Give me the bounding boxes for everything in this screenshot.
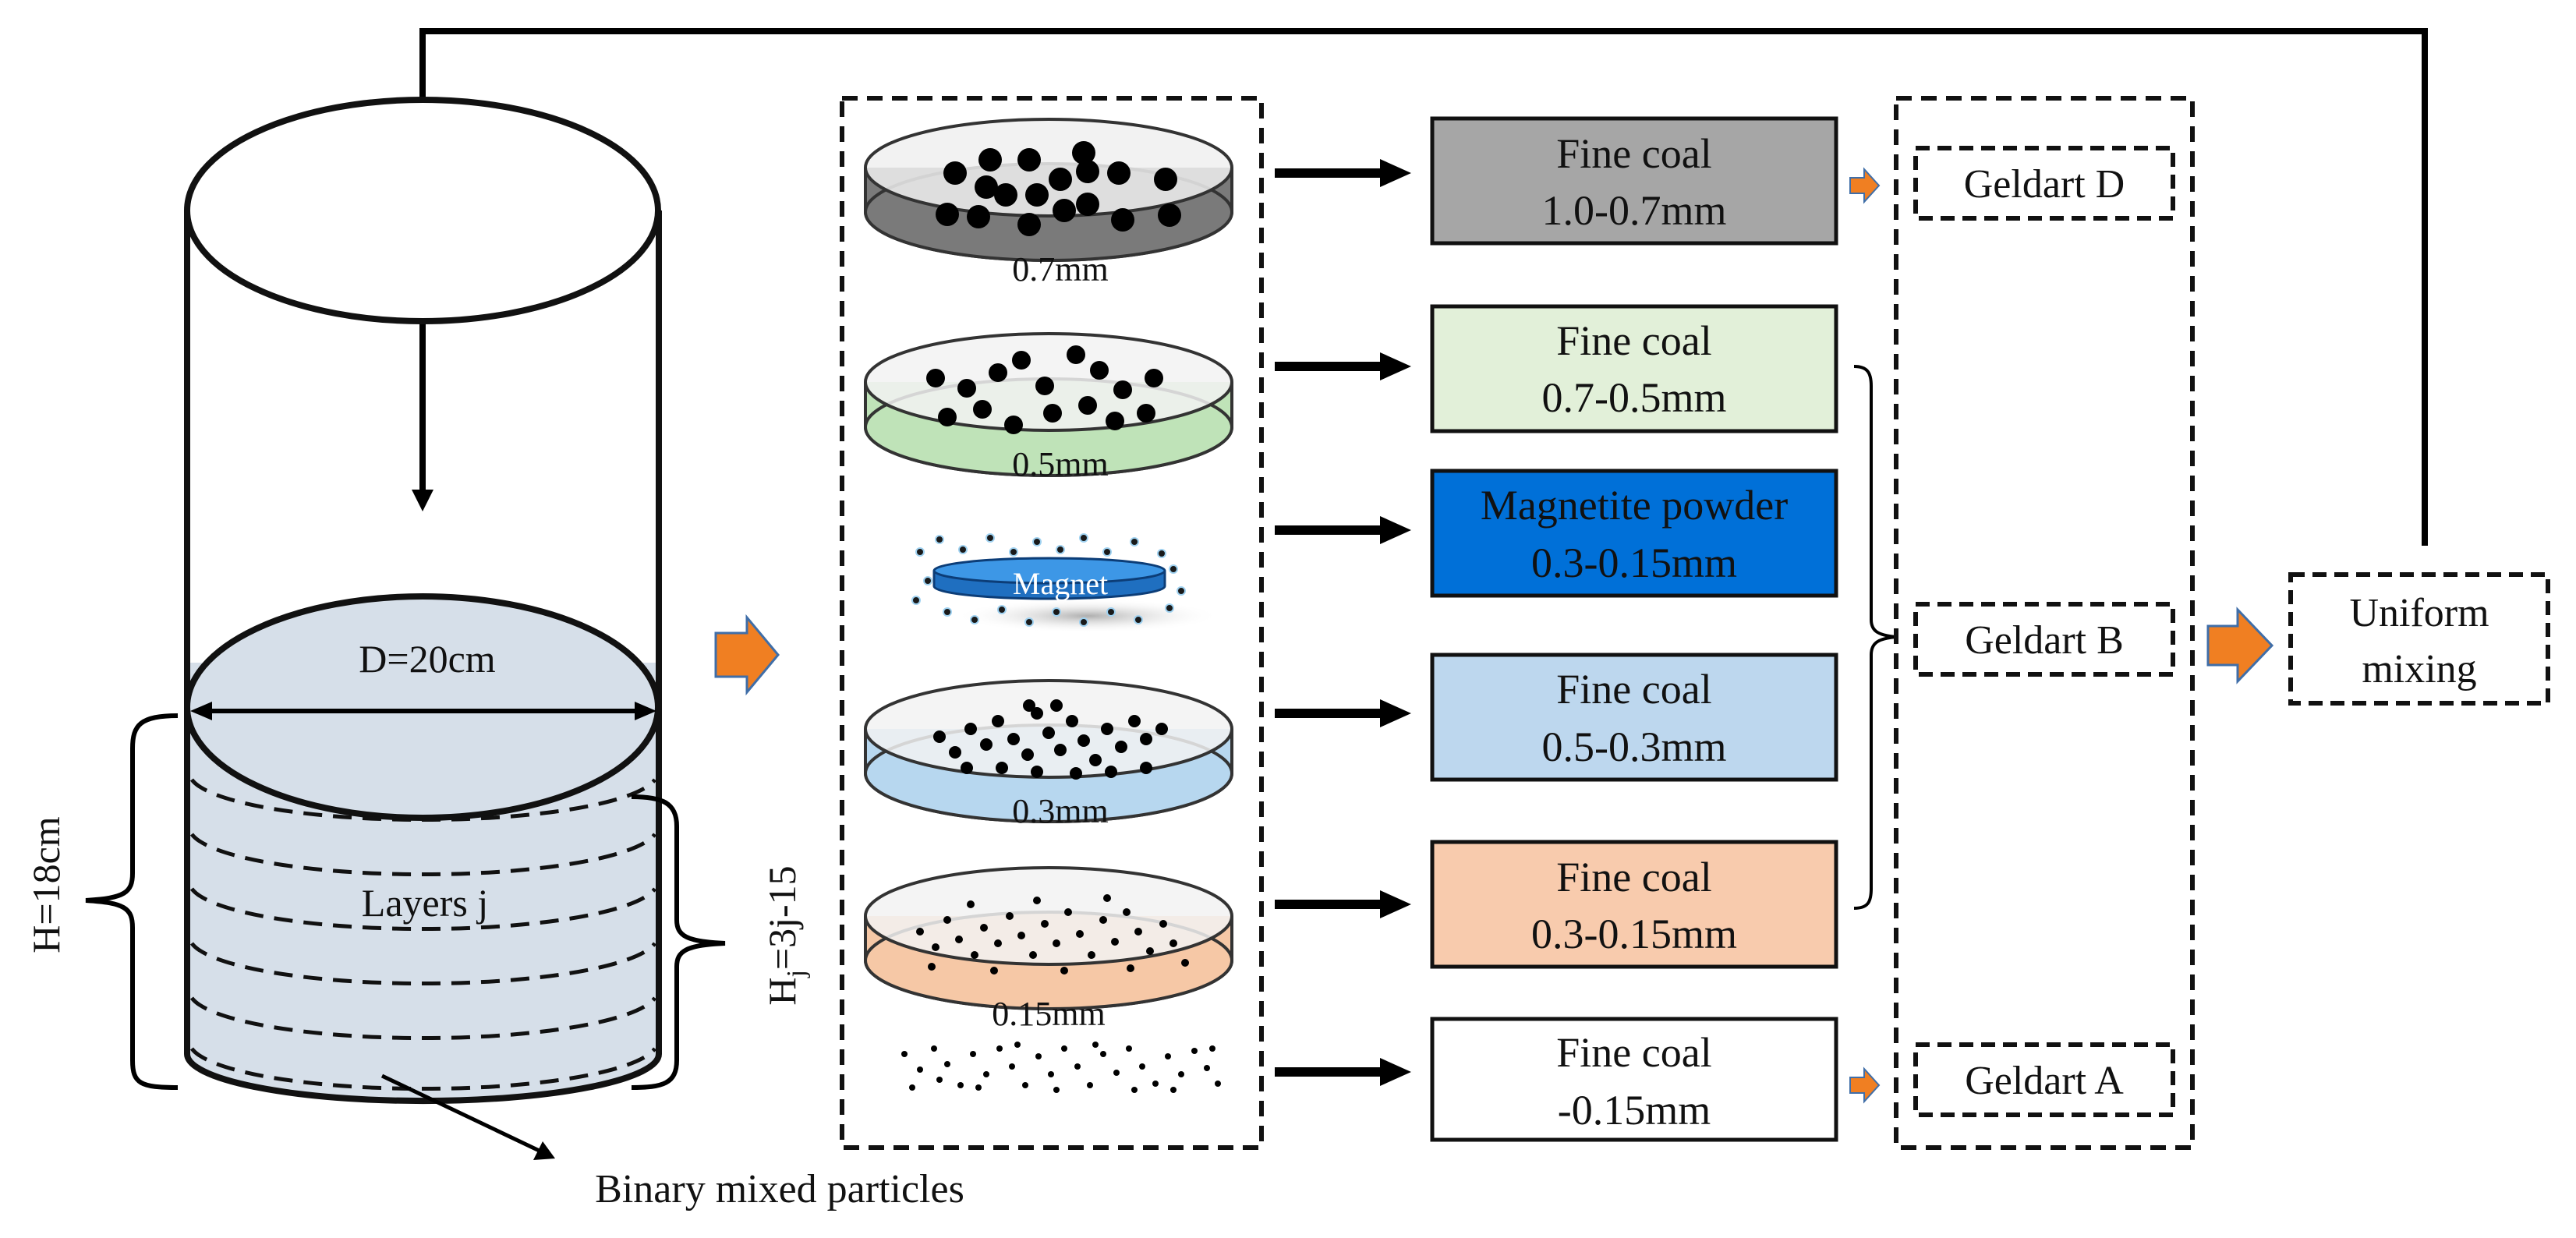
particles-large [936, 141, 1181, 236]
loose-fines [901, 1042, 1221, 1093]
arrow-to-uniform-mixing [2206, 607, 2274, 684]
diameter-arrow-right [635, 702, 656, 720]
magnetite-particles [911, 533, 1186, 627]
fraction-box-3: Magnetite powder 0.3-0.15mm [1430, 469, 1838, 598]
magnet: Magnet [911, 533, 1220, 633]
feedback-arrowhead [412, 490, 433, 511]
cylinder: D=20cm Layers j [184, 97, 662, 1105]
layers-label: Layers j [362, 881, 488, 925]
geldart-b-bracket [1853, 365, 1897, 910]
fraction-name: Fine coal [1556, 130, 1711, 177]
height-brace: H=18cm [24, 713, 179, 1090]
fraction-box-5: Fine coal 0.3-0.15mm [1430, 840, 1838, 969]
geldart-d: Geldart D [1913, 146, 2175, 221]
geldart-a-label: Geldart A [1965, 1059, 2124, 1103]
layer-lines [189, 778, 657, 1091]
geldart-a: Geldart A [1913, 1042, 2175, 1117]
sieve-label: 0.7mm [1012, 250, 1108, 288]
arrow-to-geldart-a [1849, 1066, 1881, 1104]
uniform-mixing-line1: Uniform [2349, 591, 2489, 635]
uniform-mixing-line2: mixing [2362, 647, 2476, 692]
sieve-label: 0.5mm [1012, 445, 1108, 483]
fraction-range: 1.0-0.7mm [1542, 187, 1727, 234]
fraction-range: 0.3-0.15mm [1531, 539, 1737, 586]
magnet-label: Magnet [1013, 566, 1108, 601]
fraction-range: 0.5-0.3mm [1542, 723, 1727, 770]
particles-medium [926, 345, 1163, 434]
fraction-range: 0.7-0.5mm [1542, 374, 1727, 421]
layer-height-brace: Hj=3j-15 [631, 794, 811, 1090]
particles-fine [916, 894, 1189, 974]
sieve-label: 0.15mm [992, 995, 1105, 1033]
fraction-range: -0.15mm [1558, 1087, 1711, 1134]
sieve-0-5mm: 0.5mm [864, 332, 1233, 483]
sieve-0-15mm: 0.15mm [864, 866, 1233, 1033]
geldart-b: Geldart B [1913, 602, 2175, 677]
arrow-to-sieves [714, 614, 780, 696]
diameter-arrow-left [190, 702, 212, 720]
arrow-to-geldart-d [1849, 167, 1881, 204]
sieve-0-3mm: 0.3mm [864, 679, 1233, 830]
fraction-name: Fine coal [1556, 854, 1711, 900]
geldart-b-label: Geldart B [1965, 618, 2124, 663]
cylinder-top [184, 97, 661, 324]
geldart-d-label: Geldart D [1964, 162, 2125, 207]
fraction-name: Fine coal [1556, 666, 1711, 713]
sieve-stack-box [840, 96, 1264, 1150]
particles-small [933, 699, 1168, 780]
sieve-0-7mm: 0.7mm [864, 118, 1233, 288]
fraction-name: Magnetite powder [1481, 482, 1788, 529]
fraction-box-2: Fine coal 0.7-0.5mm [1430, 304, 1838, 433]
particles-label: Binary mixed particles [595, 1167, 964, 1211]
fraction-arrows [1275, 159, 1411, 1086]
fraction-box-6: Fine coal -0.15mm [1430, 1017, 1838, 1142]
diameter-label: D=20cm [359, 637, 495, 681]
layer-height-label: Hj=3j-15 [760, 865, 811, 1005]
sieve-label: 0.3mm [1012, 792, 1108, 830]
fraction-name: Fine coal [1556, 317, 1711, 364]
feedback-loop-line [412, 28, 2428, 546]
fill-surface [184, 593, 661, 821]
fraction-range: 0.3-0.15mm [1531, 911, 1737, 957]
cylinder-bottom [184, 1053, 662, 1105]
fraction-box-4: Fine coal 0.5-0.3mm [1430, 653, 1838, 782]
fraction-box-1: Fine coal 1.0-0.7mm [1430, 116, 1838, 246]
particles-pointer: Binary mixed particles [380, 1074, 964, 1211]
height-label: H=18cm [24, 816, 68, 953]
fraction-name: Fine coal [1556, 1029, 1711, 1076]
uniform-mixing: Uniform mixing [2288, 572, 2550, 706]
